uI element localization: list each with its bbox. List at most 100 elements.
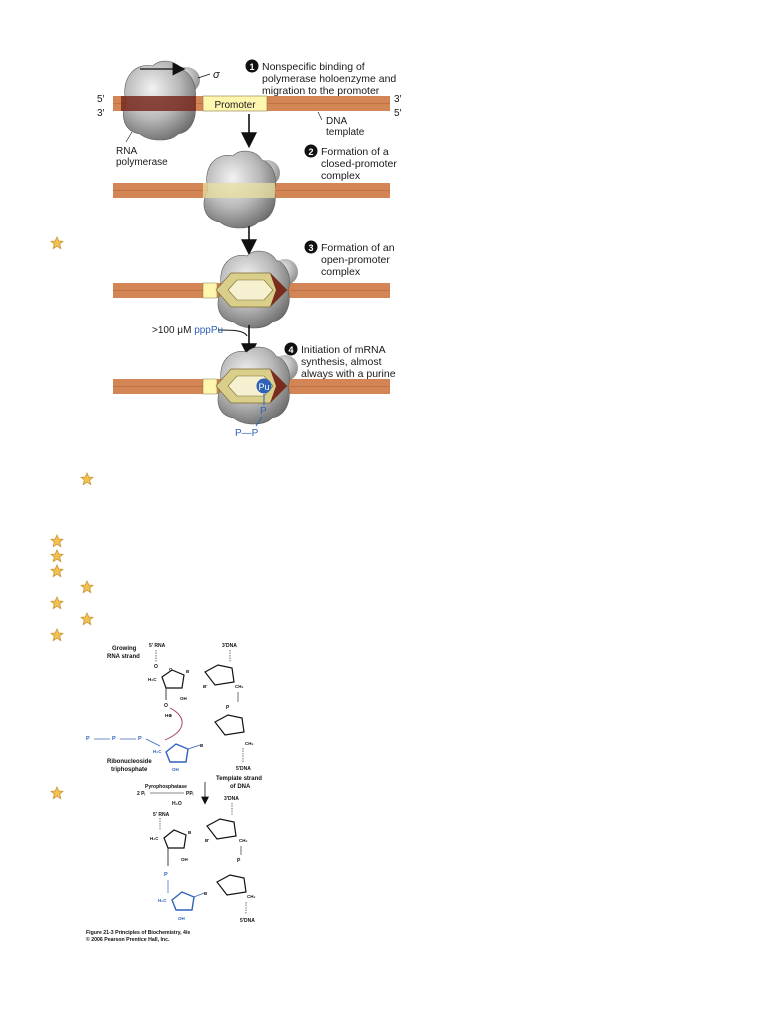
step-4-line-3: always with a purine: [301, 368, 396, 380]
ribose-ring: [165, 743, 189, 763]
phosphate-label: P: [237, 858, 241, 864]
template-label: template: [326, 127, 365, 138]
ch2-label: CH₂: [247, 894, 256, 899]
substrate-arrow: [217, 329, 248, 337]
hydroxyl-label: OH: [181, 857, 188, 862]
ch2-label: CH₂: [239, 838, 248, 843]
substrate-concentration: >100 μM pppPu: [152, 325, 223, 336]
phosphate-alpha: P: [138, 736, 142, 742]
bullet-star-icon: [50, 564, 64, 578]
growing-rna-strand: Growing RNA strand 5′ RNA O H₂C O B O OH…: [107, 643, 190, 741]
ribose-ring: [171, 891, 195, 911]
bullet-star-icon: [50, 786, 64, 800]
stage-3: 3 Formation of an open-promoter complex: [113, 240, 395, 329]
growing-label-2: RNA strand: [107, 654, 140, 660]
extended-rna-product: 5′ RNA H₂C B OH P H₂C OH B: [150, 812, 208, 921]
purine-nucleotide: [256, 378, 272, 394]
pu-label: Pu: [258, 382, 269, 392]
dna-template-strand-bottom: 3′DNA B′ CH₂ P CH₂ 5′DNA: [205, 796, 256, 924]
ntp-label-1: Ribonucleoside: [107, 759, 152, 765]
ch2-label: CH₂: [245, 741, 254, 746]
base-label: B: [186, 669, 190, 674]
ring-oxygen: O: [169, 667, 173, 672]
bullet-star-icon: [80, 580, 94, 594]
hydroxyl-label: OH: [172, 767, 179, 772]
base-label: B: [188, 830, 192, 835]
sigma-label: σ: [213, 69, 220, 81]
proton-label: H⊕: [165, 713, 172, 718]
step-4-number: 4: [288, 345, 293, 355]
bullet-star-icon: [50, 596, 64, 610]
step-3-line-2: open-promoter: [321, 254, 390, 266]
polymerase-footprint: [121, 96, 196, 111]
bullet-star-icon: [50, 236, 64, 250]
step-2-badge: [304, 144, 318, 158]
phosphate-label: P: [260, 406, 267, 417]
step-1-line-3: migration to the promoter: [262, 85, 380, 97]
polymerase-label: polymerase: [116, 157, 168, 168]
base-label: B′: [205, 838, 209, 843]
base-label: B: [204, 891, 208, 896]
stage-2: 2 Formation of a closed-promoter complex: [113, 144, 397, 229]
growing-label-1: Growing: [112, 646, 137, 652]
promoter-box: [202, 95, 268, 112]
deoxyribose-ring: [206, 818, 237, 840]
template-label-1: Template strand: [216, 776, 262, 782]
new-phosphodiester: P: [164, 872, 168, 878]
pyrophosphatase-label: Pyrophosphatase: [145, 784, 187, 790]
dna3-label: 3′DNA: [222, 643, 237, 649]
ch2-label: CH₂: [235, 684, 244, 689]
step-2-line-3: complex: [321, 170, 361, 182]
bullet-star-icon: [50, 549, 64, 563]
step-3-badge: [304, 240, 318, 254]
promoter-label: Promoter: [214, 100, 256, 111]
h2c-label: H₂C: [153, 749, 162, 754]
step-3-line-1: Formation of an: [321, 242, 395, 254]
strand-end-top-left: 5′: [97, 94, 105, 105]
rna-label: RNA: [116, 146, 137, 157]
polymerase-footprint: [203, 183, 275, 198]
rna5-label: 5′ RNA: [153, 812, 170, 818]
dna-label: DNA: [326, 116, 347, 127]
transcription-initiation-diagram: Promoter σ 5′ 3′ 3′ 5′ DNA template RNA …: [97, 59, 402, 439]
step-2-line-2: closed-promoter: [321, 158, 397, 170]
bullet-star-icon: [80, 612, 94, 626]
step-1-line-1: Nonspecific binding of: [262, 61, 365, 73]
two-pi-label: 2 Pᵢ: [137, 791, 146, 797]
stage-4: Pu P P—P 4 Initiation of mRNA synthesis,…: [113, 342, 396, 439]
rna-polymerization-chemistry-diagram: Growing RNA strand 5′ RNA O H₂C O B O OH…: [86, 643, 262, 943]
bullet-star-icon: [50, 628, 64, 642]
step-4-line-2: synthesis, almost: [301, 356, 382, 368]
rna5-label: 5′ RNA: [149, 643, 166, 649]
step-3-number: 3: [308, 243, 313, 253]
hydroxyl-label: OH: [180, 696, 187, 701]
ribonucleoside-triphosphate: P P P H₂C OH B Ribonucleoside triphospha…: [86, 736, 204, 773]
stage-1: Promoter σ 5′ 3′ 3′ 5′ DNA template RNA …: [97, 59, 402, 168]
deoxyribose-ring: [216, 874, 247, 896]
dna3-label: 3′DNA: [224, 796, 239, 802]
step-2-line-1: Formation of a: [321, 146, 389, 158]
dna5-label: 5′DNA: [236, 766, 251, 772]
base-label: B′: [203, 684, 207, 689]
ribose-ring: [161, 669, 185, 689]
bullet-star-icon: [50, 534, 64, 548]
ntp-label-2: triphosphate: [111, 767, 148, 773]
strand-end-bottom-right: 5′: [394, 108, 402, 119]
figure-caption-2: © 2006 Pearson Prentice Hall, Inc.: [86, 936, 170, 943]
strand-end-bottom-left: 3′: [97, 108, 105, 119]
phosphate-gamma: P: [86, 736, 90, 742]
ribose-ring: [163, 829, 187, 849]
step-3-line-3: complex: [321, 266, 361, 278]
dna5-label: 5′DNA: [240, 918, 255, 924]
h2c-label: H₂C: [148, 677, 157, 682]
base-label: B: [200, 743, 204, 748]
deoxyribose-ring: [204, 664, 235, 686]
oxygen-label: O: [164, 703, 168, 709]
step-4-line-1: Initiation of mRNA: [301, 344, 386, 356]
step-1-badge: [245, 59, 259, 73]
water-label: H₂O: [172, 801, 182, 807]
oxygen-label: O: [154, 664, 158, 670]
pyrophosphate-label: P—P: [235, 428, 259, 439]
hydroxyl-label: OH: [178, 916, 185, 921]
bullet-star-icon: [80, 472, 94, 486]
